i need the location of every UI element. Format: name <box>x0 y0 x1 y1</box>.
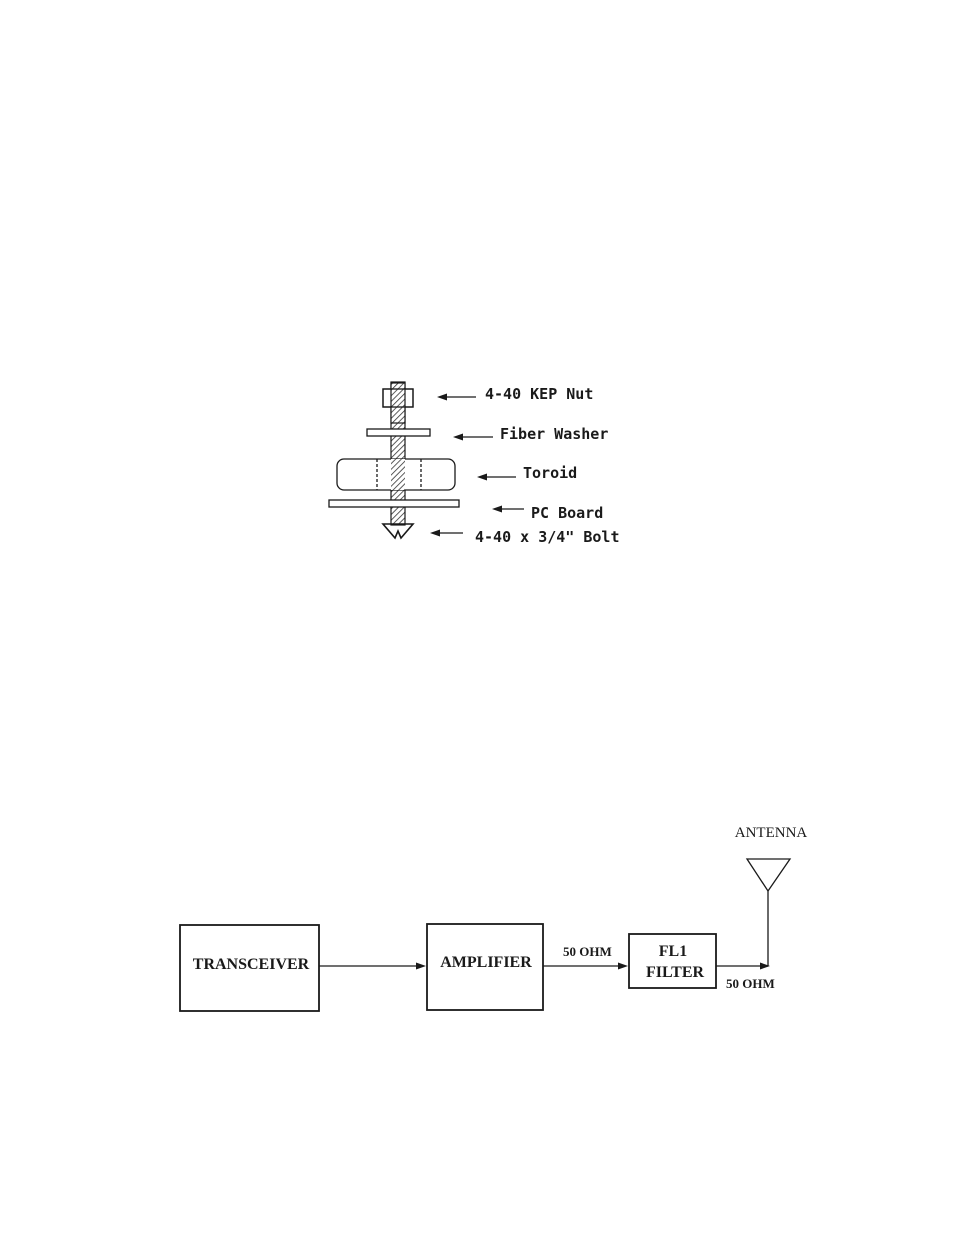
toroid-mounting-assembly: 4-40 KEP Nut Fiber Washer Toroid PC Boar… <box>329 382 620 546</box>
label-bolt: 4-40 x 3/4" Bolt <box>475 528 620 546</box>
amplifier-label: AMPLIFIER <box>440 954 532 971</box>
antenna-label: ANTENNA <box>735 825 808 841</box>
transceiver-label: TRANSCEIVER <box>193 956 310 973</box>
label-kep-nut: 4-40 KEP Nut <box>485 385 593 403</box>
bolt-head <box>383 524 413 538</box>
amplifier-block: AMPLIFIER <box>427 924 543 1010</box>
filter-label-fl1: FL1 <box>659 943 687 960</box>
antenna-icon <box>747 859 790 891</box>
impedance-label-1: 50 OHM <box>563 944 612 959</box>
filter-label-filter: FILTER <box>646 964 705 981</box>
label-toroid: Toroid <box>523 464 577 482</box>
kep-nut <box>383 383 413 423</box>
pc-board <box>329 500 459 507</box>
rf-block-diagram: TRANSCEIVER AMPLIFIER 50 OHM FL1 FILTER … <box>180 825 807 1011</box>
label-pc-board: PC Board <box>531 504 603 522</box>
fiber-washer <box>367 429 430 436</box>
toroid <box>337 459 455 490</box>
filter-block: FL1 FILTER <box>629 934 716 988</box>
label-fiber-washer: Fiber Washer <box>500 425 608 443</box>
impedance-label-2: 50 OHM <box>726 976 775 991</box>
transceiver-block: TRANSCEIVER <box>180 925 319 1011</box>
